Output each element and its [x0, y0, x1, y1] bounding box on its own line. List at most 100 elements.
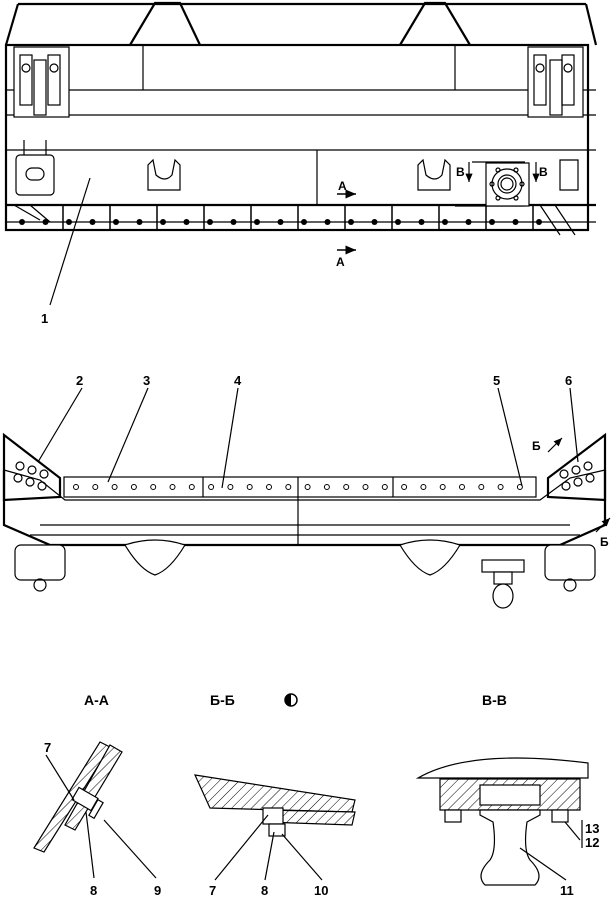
bolt-hole	[73, 484, 79, 490]
bolt-hole	[343, 484, 350, 490]
bolt-head	[395, 219, 401, 225]
section-vv-title: В-В	[482, 692, 507, 708]
bolt-hole	[92, 484, 99, 490]
bolt-head	[301, 219, 307, 225]
bolt-hole	[516, 484, 523, 490]
bolt-hole	[188, 484, 195, 490]
bolt-hole	[439, 484, 446, 490]
bolt-head	[136, 219, 143, 225]
bolt-head	[160, 219, 166, 225]
bolt-hole	[420, 484, 427, 490]
clevis-left	[147, 158, 181, 191]
lifting-lug-left	[129, 1, 201, 46]
stop-right	[559, 159, 579, 191]
section-aa-title: А-А	[84, 692, 109, 708]
hydraulic-fitting	[481, 559, 525, 609]
bolt-head	[113, 219, 119, 225]
blade-section	[193, 774, 356, 813]
edge-bolts	[73, 484, 523, 490]
bolt-hole	[362, 484, 369, 490]
blade-outline	[4, 43, 590, 232]
bolt-hole	[401, 484, 408, 490]
bolt-head	[371, 219, 378, 225]
bolt-head	[89, 219, 96, 225]
callout-7-bb: 7	[209, 883, 216, 898]
section-marker-v-right: В	[539, 165, 548, 179]
hydraulic-flange	[455, 161, 530, 207]
section-marker-a-top: А	[338, 179, 347, 193]
section-aa: А-А 7 8 9	[33, 692, 161, 898]
bolt-head	[66, 219, 72, 225]
bolt-hole	[208, 484, 215, 490]
bolt-hole	[323, 484, 330, 490]
bolt-hole	[227, 484, 234, 490]
callout-12-vv: 12	[585, 835, 599, 850]
callout-8-aa: 8	[90, 883, 97, 898]
bolt-head	[418, 219, 425, 225]
skid-right	[544, 544, 596, 581]
blade-body	[2, 470, 607, 547]
bolt-hole	[285, 484, 292, 490]
bolt-head	[348, 219, 354, 225]
mount-bracket-left	[13, 46, 70, 118]
lifting-lug-right	[399, 1, 471, 46]
callout-8-bb: 8	[261, 883, 268, 898]
cutting-edge	[63, 476, 537, 498]
bolt-head	[536, 219, 542, 225]
section-marker-b-upper: Б	[532, 439, 541, 453]
section-bb: Б-Б 7 8 10	[193, 692, 356, 898]
bolt-hole	[478, 484, 485, 490]
cutting-edge-bolts	[19, 205, 542, 230]
mount-bracket-right	[527, 46, 584, 118]
mount-right	[399, 539, 461, 576]
bolt-head	[277, 219, 284, 225]
top-view: А А В В 1	[4, 1, 598, 326]
bolt-head	[489, 219, 495, 225]
section-bb-title: Б-Б	[210, 692, 235, 708]
front-view: 2 3 4 5 6 Б Б	[2, 373, 611, 609]
callout-1: 1	[41, 311, 48, 326]
callout-5: 5	[493, 373, 500, 388]
bolt-head	[512, 219, 519, 225]
callout-6: 6	[565, 373, 572, 388]
bolt-hole	[459, 484, 465, 490]
callout-11-vv: 11	[560, 883, 574, 898]
rotate-icon	[284, 693, 298, 707]
callout-9-aa: 9	[154, 883, 161, 898]
bolt-hole	[497, 484, 504, 490]
clevis-right	[417, 158, 451, 191]
ball-joint	[479, 809, 541, 886]
callout-4: 4	[234, 373, 242, 388]
bolt-hole	[169, 484, 176, 490]
end-bolts-left	[13, 461, 49, 491]
section-marker-a-bottom: А	[336, 255, 345, 269]
bolt-head	[207, 219, 213, 225]
bolt-head	[19, 219, 25, 225]
bolt-hole	[266, 484, 272, 490]
bolt-head	[442, 219, 448, 225]
bolt-head	[230, 219, 237, 225]
section-marker-b-lower: Б	[600, 535, 609, 549]
callout-13-vv: 13	[585, 821, 599, 836]
callout-7-aa: 7	[44, 740, 51, 755]
bolt-hole	[381, 484, 388, 490]
mount-left	[124, 539, 186, 576]
bolt-hole	[246, 484, 253, 490]
bolt-hole	[130, 484, 137, 490]
blade-curve	[415, 757, 589, 779]
section-marker-v-left: В	[456, 165, 465, 179]
skid-left	[14, 544, 66, 581]
end-bolts-right	[559, 461, 595, 491]
stop-left	[15, 140, 55, 196]
callout-10-bb: 10	[314, 883, 328, 898]
callout-3: 3	[143, 373, 150, 388]
bolt-head	[183, 219, 190, 225]
callout-2: 2	[76, 373, 83, 388]
bolt-hole	[111, 484, 118, 490]
bolt-head	[465, 219, 472, 225]
bolt-hole	[150, 484, 157, 490]
bolt-hole	[304, 484, 311, 490]
bolt-head	[42, 219, 49, 225]
